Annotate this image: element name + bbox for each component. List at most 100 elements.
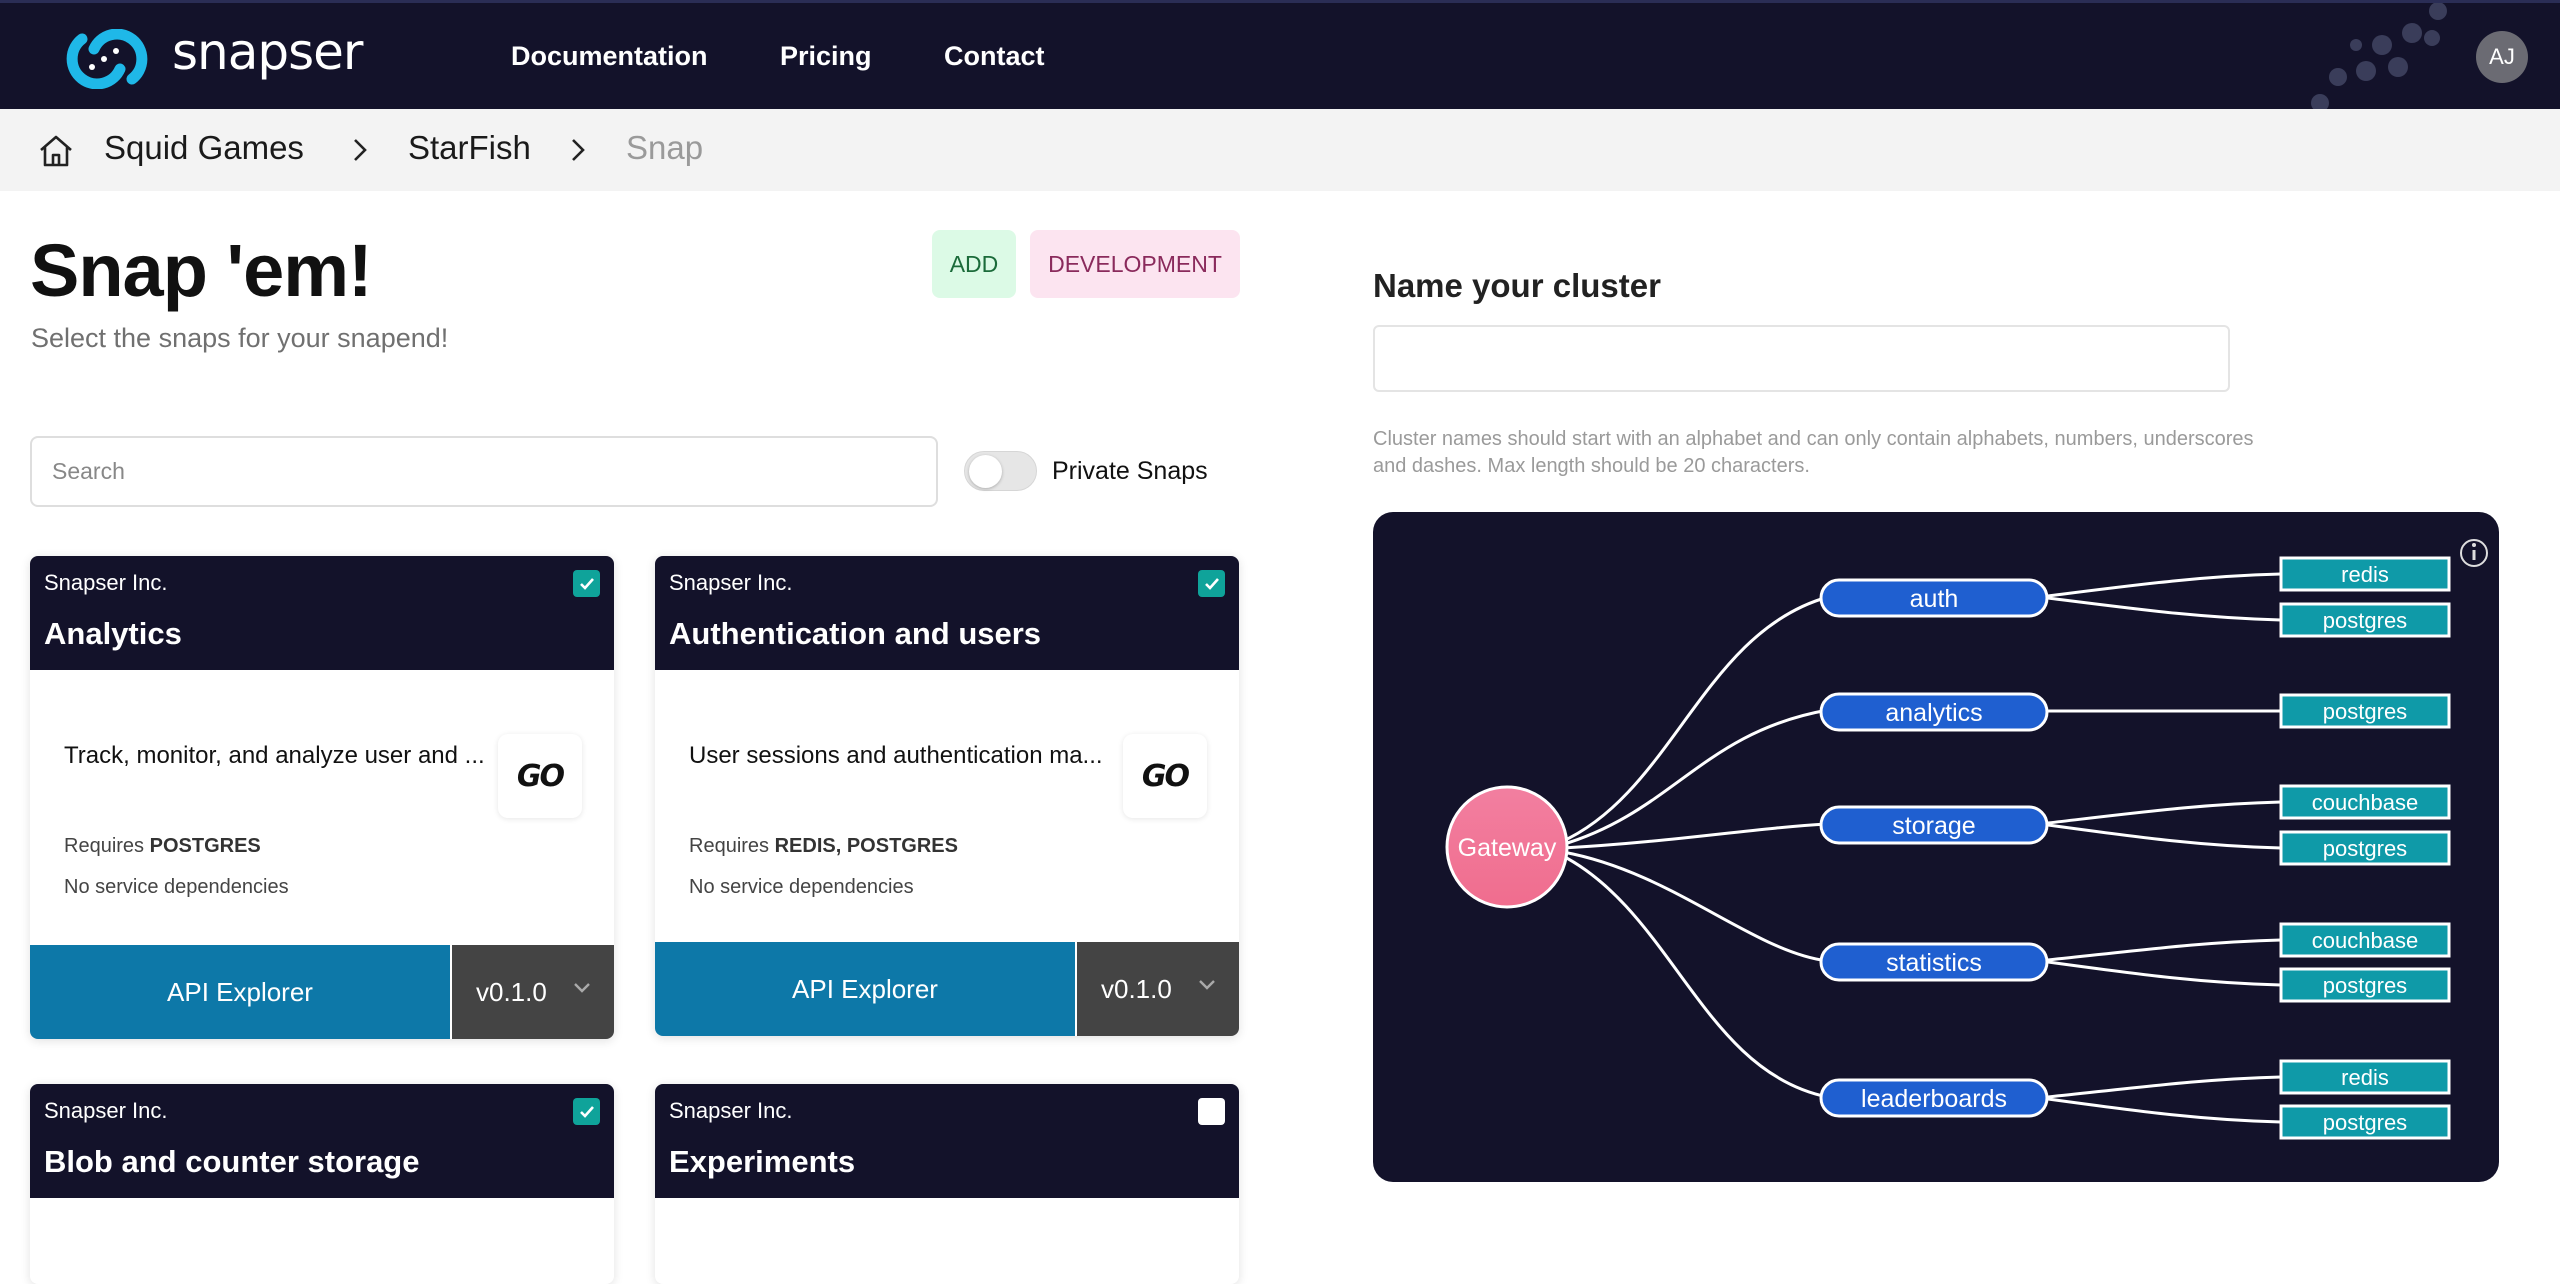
- decorative-dots: [2311, 3, 2447, 109]
- svg-text:couchbase: couchbase: [2312, 928, 2418, 953]
- chevron-down-icon: [1199, 980, 1215, 990]
- card-company: Snapser Inc.: [669, 570, 793, 595]
- svg-text:postgres: postgres: [2323, 973, 2407, 998]
- card-dependencies: No service dependencies: [689, 876, 914, 898]
- go-language-icon: GO: [1123, 734, 1207, 818]
- card-company: Snapser Inc.: [44, 1098, 168, 1123]
- snap-card-authentication: Snapser Inc. Authentication and users Us…: [655, 556, 1239, 1036]
- cluster-name-label: Name your cluster: [1373, 267, 1661, 304]
- brand-name[interactable]: snapser: [172, 23, 363, 81]
- svg-text:analytics: analytics: [1885, 699, 1982, 727]
- dependency-graph-canvas: Gateway auth analytics storage statistic…: [1445, 539, 2488, 1140]
- user-avatar[interactable]: AJ: [2476, 31, 2528, 83]
- graph-dep-auth-postgres[interactable]: postgres: [2279, 602, 2451, 638]
- graph-node-leaderboards[interactable]: leaderboards: [1819, 1078, 2049, 1118]
- graph-node-statistics[interactable]: statistics: [1819, 942, 2049, 982]
- svg-text:postgres: postgres: [2323, 1110, 2407, 1135]
- card-requirements: Requires POSTGRES: [64, 835, 261, 857]
- svg-text:redis: redis: [2341, 562, 2389, 587]
- svg-text:couchbase: couchbase: [2312, 790, 2418, 815]
- graph-dep-statistics-postgres[interactable]: postgres: [2279, 967, 2451, 1003]
- card-body: User sessions and authentication ma... G…: [655, 670, 1239, 942]
- snap-card-experiments: Snapser Inc. Experiments: [655, 1084, 1239, 1284]
- breadcrumb-starfish[interactable]: StarFish: [408, 129, 531, 166]
- snap-card-blob-storage: Snapser Inc. Blob and counter storage: [30, 1084, 614, 1284]
- graph-dep-analytics-postgres[interactable]: postgres: [2279, 693, 2451, 729]
- card-footer: API Explorer v0.1.0: [655, 942, 1239, 1036]
- info-icon[interactable]: [2460, 539, 2488, 567]
- top-navbar: snapser Documentation Pricing Contact AJ: [0, 0, 2560, 109]
- cluster-name-help: Cluster names should start with an alpha…: [1373, 428, 2254, 477]
- nav-link-documentation[interactable]: Documentation: [511, 41, 708, 71]
- page-title: Snap 'em!: [30, 229, 373, 312]
- graph-node-analytics[interactable]: analytics: [1819, 692, 2049, 732]
- search-input[interactable]: [30, 436, 938, 507]
- select-checkbox[interactable]: [573, 1098, 600, 1125]
- card-body: Track, monitor, and analyze user and ...…: [30, 670, 614, 945]
- graph-node-storage[interactable]: storage: [1819, 805, 2049, 845]
- svg-text:postgres: postgres: [2323, 699, 2407, 724]
- breadcrumb-squid-games[interactable]: Squid Games: [104, 129, 304, 166]
- go-language-icon: GO: [498, 734, 582, 818]
- card-header: Snapser Inc. Experiments: [655, 1084, 1239, 1198]
- graph-dep-storage-postgres[interactable]: postgres: [2279, 830, 2451, 866]
- svg-text:leaderboards: leaderboards: [1861, 1085, 2007, 1113]
- card-title: Analytics: [44, 616, 182, 651]
- chevron-right-icon: [572, 139, 585, 161]
- svg-text:auth: auth: [1910, 585, 1959, 613]
- svg-text:storage: storage: [1892, 812, 1975, 840]
- add-badge[interactable]: ADD: [932, 230, 1016, 298]
- graph-dep-statistics-couchbase[interactable]: couchbase: [2279, 922, 2451, 958]
- card-company: Snapser Inc.: [44, 570, 168, 595]
- private-snaps-toggle[interactable]: [964, 451, 1037, 491]
- chevron-down-icon: [574, 983, 590, 993]
- graph-dep-leaderboards-postgres[interactable]: postgres: [2279, 1104, 2451, 1140]
- api-explorer-button[interactable]: API Explorer: [30, 945, 450, 1039]
- svg-text:redis: redis: [2341, 1065, 2389, 1090]
- svg-text:postgres: postgres: [2323, 836, 2407, 861]
- version-value: v0.1.0: [476, 976, 547, 1007]
- version-select[interactable]: v0.1.0: [1075, 942, 1239, 1036]
- card-footer: API Explorer v0.1.0: [30, 945, 614, 1039]
- api-explorer-button[interactable]: API Explorer: [655, 942, 1075, 1036]
- version-value: v0.1.0: [1101, 973, 1172, 1004]
- home-icon[interactable]: [36, 131, 76, 171]
- card-description: User sessions and authentication ma...: [689, 742, 1103, 769]
- nav-link-pricing[interactable]: Pricing: [780, 41, 872, 71]
- svg-text:Gateway: Gateway: [1458, 834, 1557, 862]
- snapser-logo-icon[interactable]: [62, 29, 152, 89]
- svg-text:statistics: statistics: [1886, 949, 1982, 977]
- cluster-name-input[interactable]: [1373, 325, 2230, 392]
- environment-badge[interactable]: DEVELOPMENT: [1030, 230, 1240, 298]
- card-dependencies: No service dependencies: [64, 876, 289, 898]
- select-checkbox[interactable]: [1198, 1098, 1225, 1125]
- snap-card-analytics: Snapser Inc. Analytics Track, monitor, a…: [30, 556, 614, 1039]
- select-checkbox[interactable]: [573, 570, 600, 597]
- card-description: Track, monitor, and analyze user and ...: [64, 742, 485, 769]
- card-header: Snapser Inc. Authentication and users: [655, 556, 1239, 670]
- private-snaps-label: Private Snaps: [1052, 457, 1208, 485]
- breadcrumb: Squid Games StarFish Snap: [0, 109, 2560, 191]
- card-header: Snapser Inc. Blob and counter storage: [30, 1084, 614, 1198]
- checkmark-icon: [579, 1105, 594, 1118]
- graph-edges: [1560, 572, 2282, 1124]
- graph-dep-leaderboards-redis[interactable]: redis: [2279, 1059, 2451, 1095]
- graph-dep-auth-redis[interactable]: redis: [2279, 556, 2451, 592]
- checkmark-icon: [579, 577, 594, 590]
- card-title: Blob and counter storage: [44, 1144, 420, 1179]
- graph-node-auth[interactable]: auth: [1819, 578, 2049, 618]
- version-select[interactable]: v0.1.0: [450, 945, 614, 1039]
- graph-dep-storage-couchbase[interactable]: couchbase: [2279, 784, 2451, 820]
- page-subtitle: Select the snaps for your snapend!: [31, 323, 449, 353]
- card-title: Experiments: [669, 1144, 856, 1179]
- card-company: Snapser Inc.: [669, 1098, 793, 1123]
- dependency-graph: Gateway auth analytics storage statistic…: [1373, 512, 2499, 1182]
- graph-node-gateway[interactable]: Gateway: [1445, 785, 1569, 909]
- svg-text:postgres: postgres: [2323, 608, 2407, 633]
- card-requirements: Requires REDIS, POSTGRES: [689, 835, 958, 857]
- nav-link-contact[interactable]: Contact: [944, 41, 1045, 71]
- breadcrumb-snap: Snap: [626, 129, 704, 166]
- select-checkbox[interactable]: [1198, 570, 1225, 597]
- card-header: Snapser Inc. Analytics: [30, 556, 614, 670]
- card-title: Authentication and users: [669, 616, 1042, 651]
